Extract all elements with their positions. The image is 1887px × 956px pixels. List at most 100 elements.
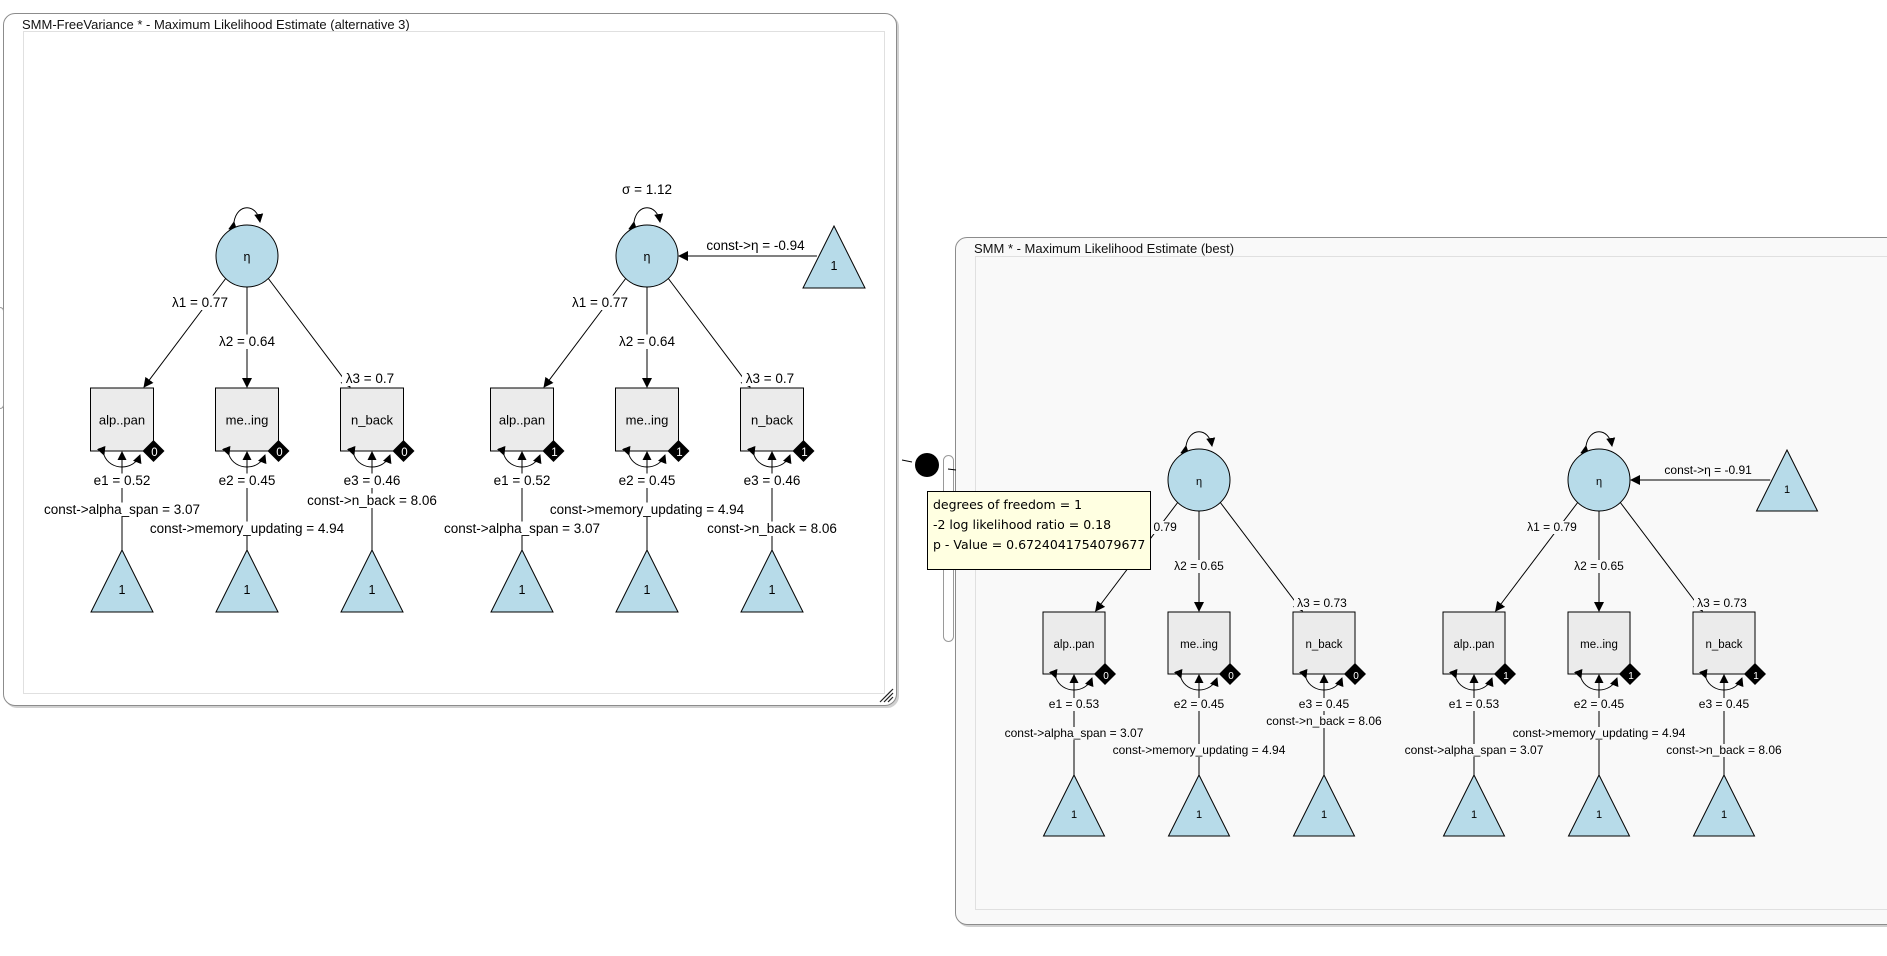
group-marker-label: 1	[1753, 671, 1759, 682]
constant-triangle[interactable]	[215, 548, 279, 613]
observed-variable-label: me..ing	[626, 413, 669, 428]
error-variance-label: e1 = 0.52	[494, 473, 551, 488]
latent-variance-label: σ = 1.12	[622, 182, 672, 197]
observed-variable-label: alp..pan	[1454, 639, 1495, 651]
constant-label: 1	[1321, 809, 1327, 821]
group-marker-label: 0	[1228, 671, 1234, 682]
label-background	[1111, 744, 1287, 757]
latent-label: η	[1596, 476, 1602, 488]
constant-label: 1	[519, 583, 526, 597]
mean-label: const->memory_updating = 4.94	[1513, 726, 1686, 740]
constant-triangle[interactable]	[90, 548, 154, 613]
loading-label: λ2 = 0.64	[619, 334, 675, 349]
observed-variable-label: alp..pan	[99, 413, 145, 428]
error-variance-label: e3 = 0.46	[744, 473, 801, 488]
observed-variable-label: n_back	[1305, 639, 1342, 651]
constant-triangle[interactable]	[1442, 773, 1506, 837]
label-background	[1001, 727, 1147, 740]
label-background	[303, 493, 441, 508]
observed-variable-box[interactable]	[740, 387, 804, 452]
observed-variable-box[interactable]	[1442, 611, 1506, 675]
label-background	[615, 334, 679, 349]
constant-triangle[interactable]	[490, 548, 554, 613]
error-variance-label: e3 = 0.45	[1699, 697, 1750, 711]
observed-variable-box[interactable]	[90, 387, 154, 452]
observed-variable-box[interactable]	[340, 387, 404, 452]
constant-triangle[interactable]	[1692, 773, 1756, 837]
model-comparison-connector[interactable]	[901, 453, 957, 477]
resize-grip-icon[interactable]	[874, 683, 894, 703]
observed-variable-box[interactable]	[1042, 611, 1106, 675]
observed-variable-label: alp..pan	[499, 413, 545, 428]
loading-label: λ3 = 0.7	[346, 371, 394, 386]
loading-path[interactable]	[267, 278, 351, 388]
label-background	[215, 334, 279, 349]
error-variance-label: e2 = 0.45	[1174, 697, 1225, 711]
observed-variable-box[interactable]	[1567, 611, 1631, 675]
group-marker-label: 1	[801, 447, 807, 459]
group-marker-icon	[542, 440, 565, 462]
label-background	[740, 473, 804, 488]
error-variance-label: e1 = 0.52	[94, 473, 151, 488]
label-background	[1171, 698, 1227, 711]
group-marker-icon	[392, 440, 415, 462]
group-marker-icon	[667, 440, 690, 462]
latent-variance-path[interactable]	[1180, 431, 1216, 455]
model-window-alternative[interactable]: SMM-FreeVariance * - Maximum Likelihood …	[3, 13, 897, 706]
observed-variable-box[interactable]	[1167, 611, 1231, 675]
constant-triangle[interactable]	[740, 548, 804, 613]
loading-label: λ3 = 0.73	[1697, 596, 1747, 610]
mean-label: const->alpha_span = 3.07	[1405, 743, 1544, 757]
constant-triangle[interactable]	[1167, 773, 1231, 837]
constant-triangle[interactable]	[1755, 448, 1819, 512]
mean-label: const->memory_updating = 4.94	[550, 502, 745, 517]
constant-label: 1	[1196, 809, 1202, 821]
label-background	[90, 473, 154, 488]
mean-label: const->n_back = 8.06	[1666, 743, 1782, 757]
constant-triangle[interactable]	[1042, 773, 1106, 837]
group-marker-label: 0	[1103, 671, 1109, 682]
constant-triangle[interactable]	[615, 548, 679, 613]
latent-variance-path[interactable]	[228, 207, 264, 231]
constant-triangle[interactable]	[1292, 773, 1356, 837]
loading-path[interactable]	[667, 278, 751, 388]
loading-path[interactable]	[1619, 502, 1703, 612]
comparison-node-icon[interactable]	[915, 453, 939, 477]
observed-variable-box[interactable]	[1292, 611, 1356, 675]
loading-label: λ3 = 0.73	[1297, 596, 1347, 610]
group-marker-label: 0	[276, 447, 282, 459]
latent-variance-path[interactable]	[628, 207, 664, 231]
error-variance-label: e1 = 0.53	[1049, 697, 1100, 711]
constant-label: 1	[369, 583, 376, 597]
label-background	[1696, 698, 1752, 711]
label-background	[215, 473, 279, 488]
latent-label: η	[644, 250, 651, 264]
latent-variance-path[interactable]	[1580, 431, 1616, 455]
constant-triangle[interactable]	[340, 548, 404, 613]
label-background	[548, 502, 746, 517]
observed-variable-box[interactable]	[490, 387, 554, 452]
observed-variable-box[interactable]	[215, 387, 279, 452]
loading-path[interactable]	[1219, 502, 1303, 612]
group-marker-icon	[1494, 663, 1516, 685]
diagram-canvas[interactable]	[23, 31, 885, 694]
mean-label: const->memory_updating = 4.94	[150, 521, 345, 536]
group-marker-icon	[792, 440, 815, 462]
error-variance-label: e2 = 0.45	[619, 473, 676, 488]
loading-label: λ1 = 0.77	[572, 295, 628, 310]
constant-label: 1	[644, 583, 651, 597]
comparison-tooltip: degrees of freedom = 1 -2 log likelihood…	[927, 491, 1151, 570]
mean-label: const->alpha_span = 3.07	[1005, 726, 1144, 740]
tooltip-p-value: p - Value = 0.6724041754079677	[933, 537, 1146, 552]
constant-triangle[interactable]	[802, 224, 866, 289]
loading-path[interactable]	[1495, 502, 1579, 612]
indicator-1: λ2 = 0.64 me..ing 1 e2 = 0.45 const->memory_…	[548, 287, 746, 613]
error-variance-label: e2 = 0.45	[1574, 697, 1625, 711]
constant-triangle[interactable]	[1567, 773, 1631, 837]
